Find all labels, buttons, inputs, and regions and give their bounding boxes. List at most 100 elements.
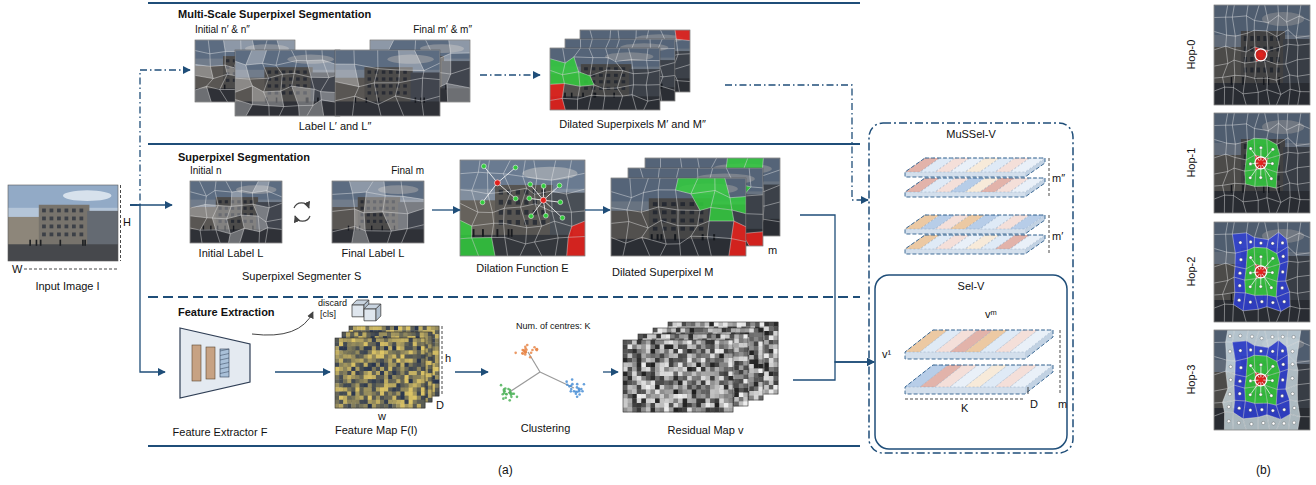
illustration-part [435, 392, 439, 396]
illustration-part [409, 346, 413, 350]
illustration-part [428, 398, 432, 402]
illustration-part [72, 209, 76, 213]
illustration-part [190, 203, 282, 208]
illustration-part [335, 367, 339, 371]
illustration-part [384, 396, 388, 400]
illustration-part [343, 342, 347, 346]
illustration-part [360, 404, 364, 408]
illustration-part [409, 387, 413, 391]
illustration-part [372, 375, 376, 379]
illustration-part [339, 346, 343, 350]
illustration-part [388, 367, 392, 371]
photo-thumbnail [190, 181, 282, 243]
illustration-part [339, 354, 343, 358]
illustration-part [368, 387, 372, 391]
illustration-part [343, 338, 347, 342]
illustration-part [384, 338, 388, 342]
illustration-part [392, 387, 396, 391]
illustration-part [335, 50, 440, 116]
illustration-part [435, 355, 439, 359]
illustration-part [376, 342, 380, 346]
illustration-part [400, 383, 404, 387]
illustration-part [424, 332, 428, 336]
illustration-part [403, 332, 407, 336]
illustration-part [400, 363, 404, 367]
illustration-part [480, 200, 485, 205]
illustration-part [435, 326, 439, 330]
illustration-part [265, 181, 269, 243]
illustration-part [435, 375, 439, 379]
illustration-part [405, 342, 409, 346]
illustration-part [364, 363, 368, 367]
illustration-part [392, 363, 396, 367]
illustration-part [355, 367, 359, 371]
illustration-part [628, 48, 636, 110]
illustration-part [335, 63, 440, 71]
illustration-part [335, 359, 339, 363]
illustration-part [192, 345, 201, 381]
illustration-part [376, 367, 380, 371]
illustration-part [376, 304, 381, 321]
illustration-part [360, 396, 364, 400]
illustration-part [417, 404, 421, 408]
illustration-part [421, 387, 425, 391]
illustration-part [72, 217, 76, 221]
illustration-part [335, 375, 339, 379]
illustration-part [413, 346, 417, 350]
illustration-part [520, 160, 527, 256]
illustration-part [343, 396, 347, 400]
illustration-part [8, 185, 118, 261]
illustration-part [413, 359, 417, 363]
illustration-part [360, 367, 364, 371]
illustration-part [384, 379, 388, 383]
illustration-part [351, 379, 355, 383]
illustration-part [362, 332, 366, 336]
illustration-part [372, 367, 376, 371]
illustration-part [392, 400, 396, 404]
illustration-part [405, 379, 409, 383]
illustration-part [419, 326, 423, 330]
illustration-part [364, 359, 368, 363]
illustration-part [410, 326, 414, 330]
illustration-part [413, 379, 417, 383]
illustration-part [354, 332, 358, 336]
illustration-part [421, 367, 425, 371]
illustration-part [405, 375, 409, 379]
illustration-part [50, 217, 54, 221]
illustration-part [384, 400, 388, 404]
illustration-part [435, 384, 439, 388]
illustration-part [339, 387, 343, 391]
illustration-part [380, 346, 384, 350]
illustration-part [550, 83, 660, 88]
illustration-part [384, 367, 388, 371]
illustration-part [364, 346, 368, 350]
illustration-part [435, 342, 439, 346]
illustration-part [482, 183, 497, 202]
illustration-part [372, 359, 376, 363]
illustration-part [383, 181, 392, 243]
illustration-part [364, 375, 368, 379]
illustration-part [384, 346, 388, 350]
illustration-part [396, 338, 400, 342]
illustration-part [405, 359, 409, 363]
illustration-part [347, 338, 351, 342]
illustration-part [365, 326, 369, 330]
illustration-part [644, 48, 649, 110]
illustration-part [199, 181, 206, 243]
illustration-part [435, 338, 439, 342]
illustration-part [388, 346, 392, 350]
illustration-part [611, 178, 746, 256]
illustration-part [375, 332, 379, 336]
illustration-part [386, 326, 390, 330]
illustration-part [412, 332, 416, 336]
illustration-part [550, 48, 660, 110]
illustration-part [351, 346, 355, 350]
illustration-part [388, 387, 392, 391]
illustration-part [400, 350, 404, 354]
illustration-part [400, 359, 404, 363]
illustration-part [360, 342, 364, 346]
illustration-part [435, 359, 439, 363]
illustration-part [409, 367, 413, 371]
illustration-part [497, 183, 515, 199]
